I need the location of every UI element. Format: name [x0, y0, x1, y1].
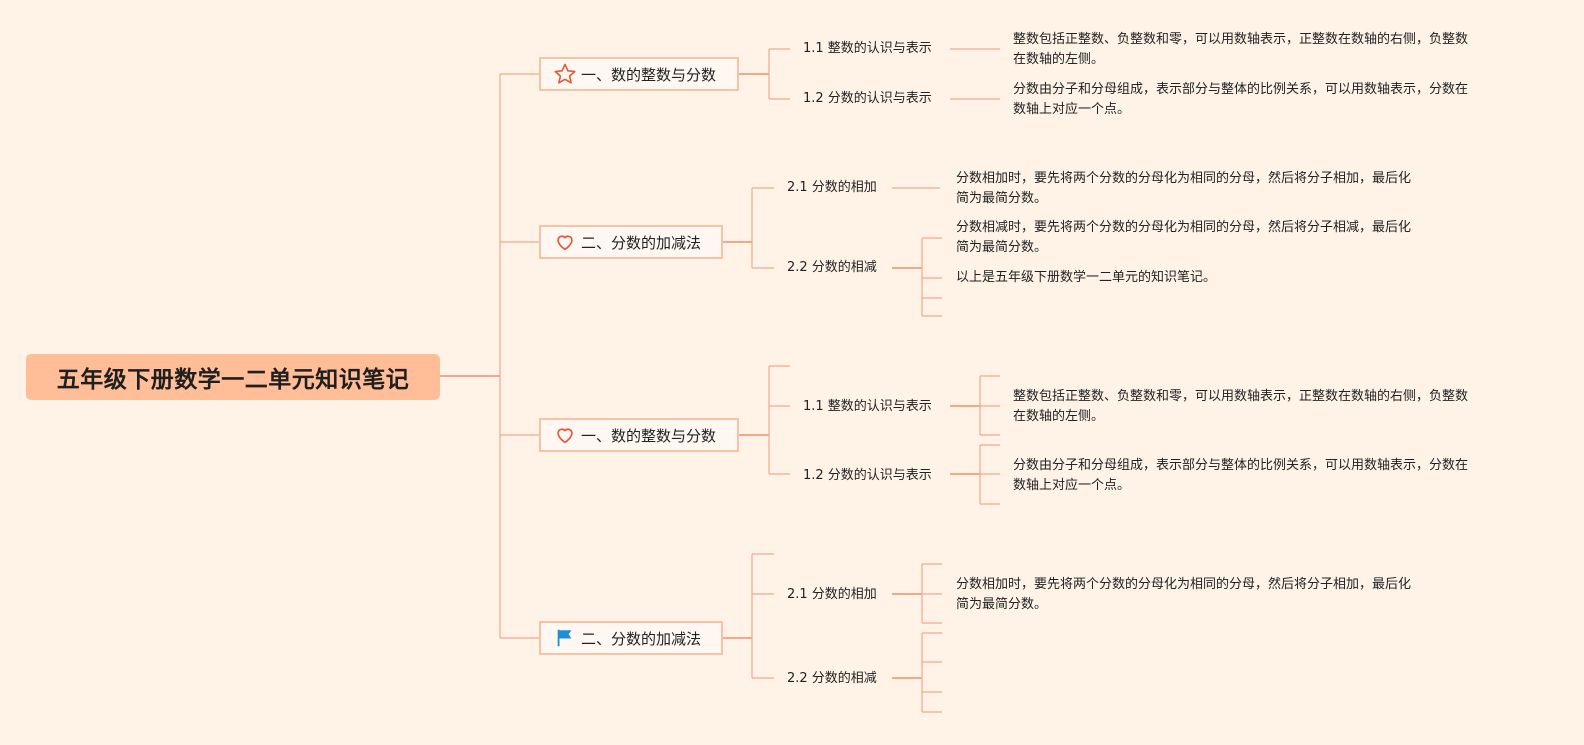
note-line: 以上是五年级下册数学一二单元的知识笔记。 — [956, 270, 1217, 285]
branch-topic[interactable]: 一、数的整数与分数 — [539, 418, 739, 452]
subtopic-label: 1.2 分数的认识与表示 — [803, 91, 932, 106]
branch-label: 二、分数的加减法 — [581, 629, 702, 648]
subtopic[interactable]: 2.2 分数的相减 — [787, 670, 877, 688]
subtopic[interactable]: 1.1 整数的认识与表示 — [803, 40, 932, 58]
branch-label: 一、数的整数与分数 — [581, 426, 717, 445]
branch-topic[interactable]: 二、分数的加减法 — [539, 621, 723, 655]
branch-label: 二、分数的加减法 — [581, 233, 702, 252]
note-line: 在数轴的左侧。 — [1013, 52, 1105, 67]
note-line: 在数轴的左侧。 — [1013, 409, 1105, 424]
root-topic[interactable]: 五年级下册数学一二单元知识笔记 — [26, 354, 440, 400]
note-text: 分数相加时，要先将两个分数的分母化为相同的分母，然后将分子相加，最后化 简为最简… — [956, 169, 1456, 209]
subtopic-label: 1.1 整数的认识与表示 — [803, 399, 932, 414]
note-line: 数轴上对应一个点。 — [1013, 478, 1131, 493]
subtopic-label: 1.2 分数的认识与表示 — [803, 468, 932, 483]
subtopic[interactable]: 2.2 分数的相减 — [787, 259, 877, 277]
heart-icon — [553, 230, 577, 254]
subtopic[interactable]: 2.1 分数的相加 — [787, 179, 877, 197]
note-text: 以上是五年级下册数学一二单元的知识笔记。 — [956, 268, 1456, 288]
subtopic-label: 2.2 分数的相减 — [787, 671, 877, 686]
note-line: 简为最简分数。 — [956, 191, 1048, 206]
note-text: 整数包括正整数、负整数和零，可以用数轴表示，正整数在数轴的右侧，负整数 在数轴的… — [1013, 30, 1513, 70]
note-line: 数轴上对应一个点。 — [1013, 102, 1131, 117]
note-text: 分数由分子和分母组成，表示部分与整体的比例关系，可以用数轴表示，分数在 数轴上对… — [1013, 456, 1513, 496]
flag-icon — [553, 626, 577, 650]
note-text: 分数由分子和分母组成，表示部分与整体的比例关系，可以用数轴表示，分数在 数轴上对… — [1013, 80, 1513, 120]
branch-topic[interactable]: 二、分数的加减法 — [539, 225, 723, 259]
branch-label: 一、数的整数与分数 — [581, 65, 717, 84]
note-line: 整数包括正整数、负整数和零，可以用数轴表示，正整数在数轴的右侧，负整数 — [1013, 32, 1469, 47]
note-line: 整数包括正整数、负整数和零，可以用数轴表示，正整数在数轴的右侧，负整数 — [1013, 389, 1469, 404]
subtopic-label: 2.1 分数的相加 — [787, 587, 877, 602]
note-line: 分数相加时，要先将两个分数的分母化为相同的分母，然后将分子相加，最后化 — [956, 577, 1412, 592]
star-icon — [553, 62, 577, 86]
note-line: 分数由分子和分母组成，表示部分与整体的比例关系，可以用数轴表示，分数在 — [1013, 82, 1469, 97]
subtopic[interactable]: 1.2 分数的认识与表示 — [803, 90, 932, 108]
note-text: 整数包括正整数、负整数和零，可以用数轴表示，正整数在数轴的右侧，负整数 在数轴的… — [1013, 387, 1513, 427]
heart-icon — [553, 423, 577, 447]
note-line: 简为最简分数。 — [956, 597, 1048, 612]
subtopic[interactable]: 1.2 分数的认识与表示 — [803, 467, 932, 485]
root-title: 五年级下册数学一二单元知识笔记 — [56, 367, 410, 393]
subtopic-label: 1.1 整数的认识与表示 — [803, 41, 932, 56]
subtopic[interactable]: 2.1 分数的相加 — [787, 586, 877, 604]
subtopic-label: 2.2 分数的相减 — [787, 260, 877, 275]
note-line: 分数相减时，要先将两个分数的分母化为相同的分母，然后将分子相减，最后化 — [956, 220, 1412, 235]
note-text: 分数相加时，要先将两个分数的分母化为相同的分母，然后将分子相加，最后化 简为最简… — [956, 575, 1456, 615]
note-line: 分数相加时，要先将两个分数的分母化为相同的分母，然后将分子相加，最后化 — [956, 171, 1412, 186]
note-line: 简为最简分数。 — [956, 240, 1048, 255]
branch-topic[interactable]: 一、数的整数与分数 — [539, 57, 739, 91]
note-line: 分数由分子和分母组成，表示部分与整体的比例关系，可以用数轴表示，分数在 — [1013, 458, 1469, 473]
subtopic[interactable]: 1.1 整数的认识与表示 — [803, 398, 932, 416]
subtopic-label: 2.1 分数的相加 — [787, 180, 877, 195]
note-text: 分数相减时，要先将两个分数的分母化为相同的分母，然后将分子相减，最后化 简为最简… — [956, 218, 1456, 258]
